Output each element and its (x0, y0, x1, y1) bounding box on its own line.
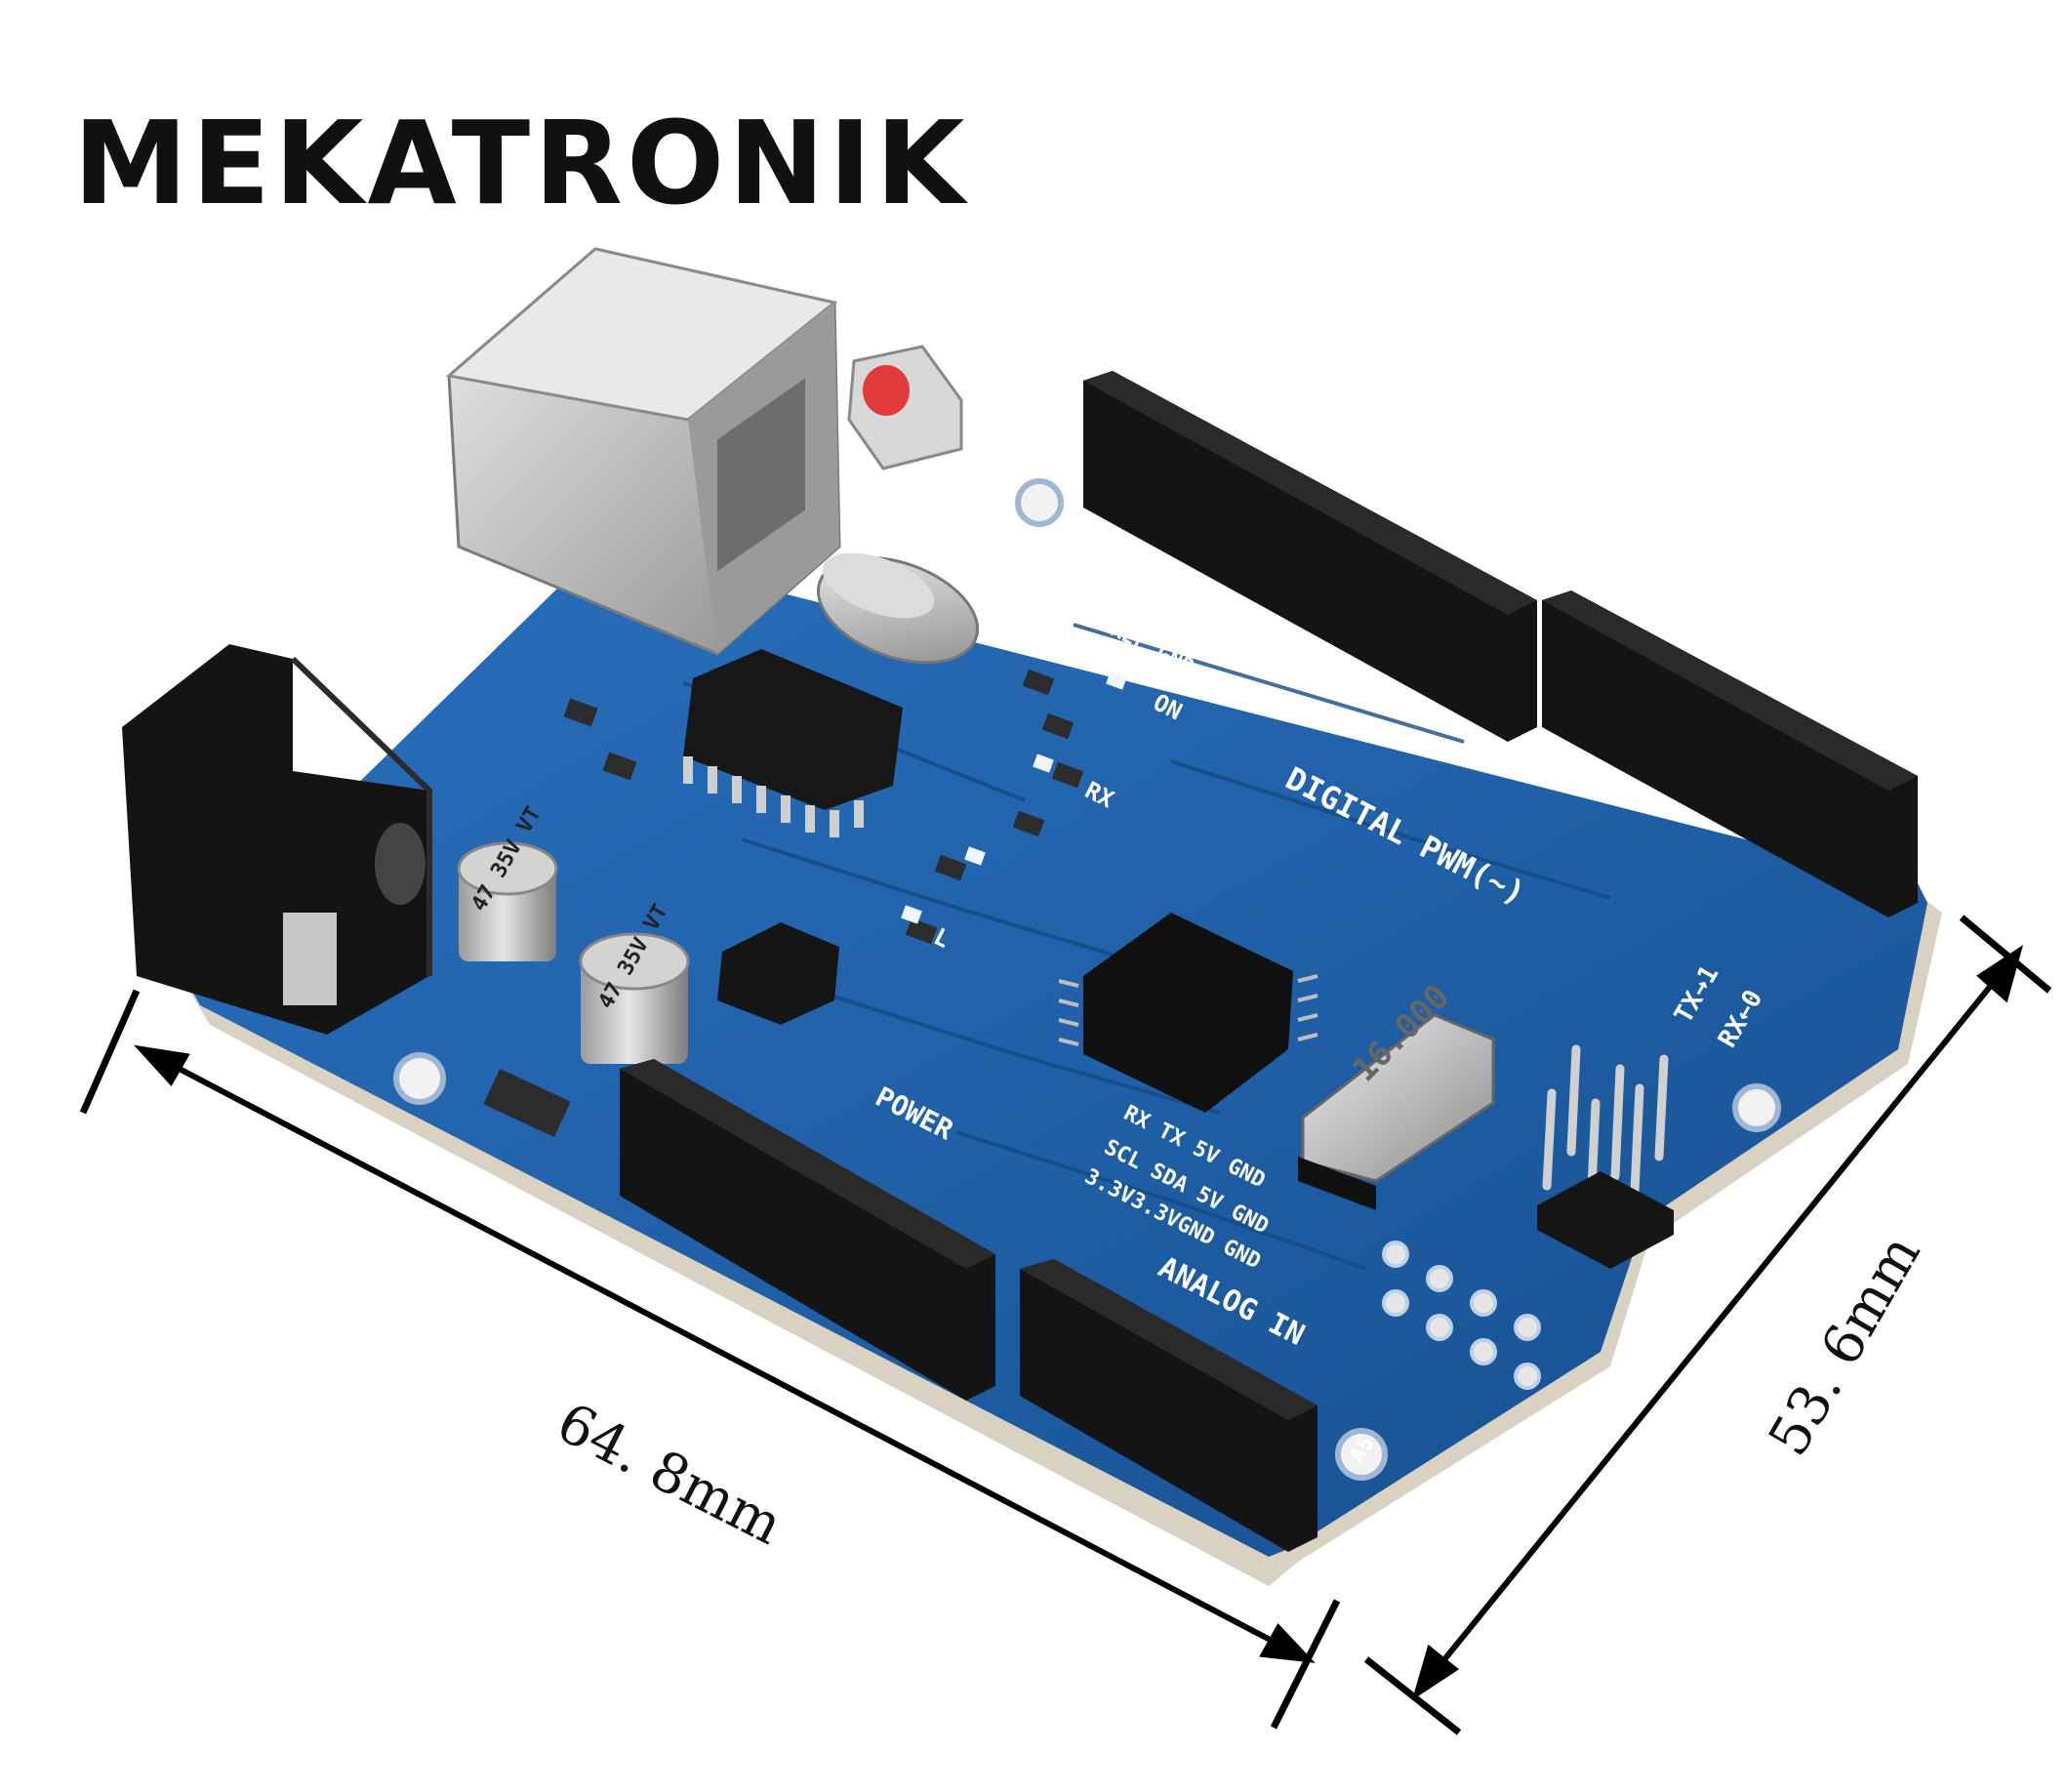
smd-components (483, 669, 1084, 1138)
usb-b-port (445, 247, 841, 656)
dimension-height (1363, 915, 2052, 1735)
digital-header-lower (1542, 591, 1918, 917)
usb-serial-chip (683, 649, 903, 837)
analog-header (1020, 1259, 1318, 1552)
power-header (620, 1059, 995, 1401)
microcontroller-chip (1058, 913, 1318, 1113)
icsp-base (1537, 1171, 1674, 1269)
dimension-width (79, 989, 1341, 1730)
brand-logo: MEKATRONIK (73, 96, 969, 230)
crystal-top (816, 552, 980, 665)
mounting-holes (393, 478, 1781, 1481)
pin-pads (1382, 1241, 1541, 1390)
reset-button (847, 345, 963, 470)
regulator-chip (717, 922, 839, 1025)
dc-power-jack (122, 644, 432, 1035)
led-indicators (901, 671, 1127, 924)
digital-header-upper (1083, 371, 1537, 742)
